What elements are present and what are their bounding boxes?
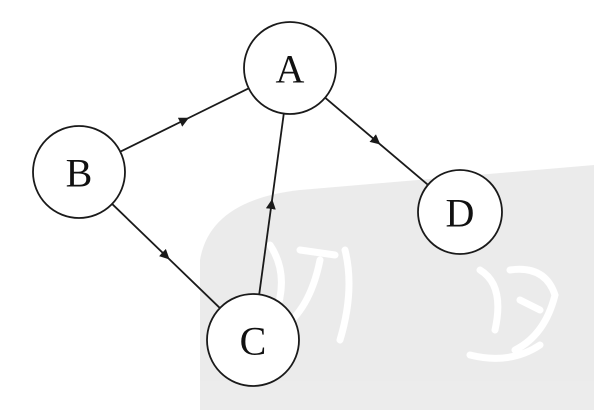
node-circle	[243, 21, 337, 115]
edge-b-c	[111, 203, 221, 309]
node-circle	[206, 293, 300, 387]
node-label: C	[240, 319, 267, 364]
edge-line	[375, 140, 429, 186]
edge-a-d	[324, 97, 429, 186]
edge-line	[270, 113, 285, 205]
node-label: B	[66, 151, 93, 196]
node-d: D	[417, 169, 503, 255]
edge-c-a	[258, 113, 285, 295]
edge-line	[184, 87, 250, 121]
edge-line	[165, 255, 221, 309]
edge-line-with-arrow	[119, 117, 189, 153]
node-a: A	[243, 21, 337, 115]
node-circle	[32, 125, 126, 219]
node-c: C	[206, 293, 300, 387]
edge-line-with-arrow	[324, 97, 381, 145]
watermark-glyph-2	[466, 265, 559, 362]
watermark-glyph-1	[266, 241, 353, 344]
node-circle	[417, 169, 503, 255]
edge-b-a	[119, 87, 250, 153]
node-b: B	[32, 125, 126, 219]
node-label: A	[276, 47, 305, 92]
nodes: A B C D	[32, 21, 503, 387]
node-label: D	[446, 191, 475, 236]
edge-line-with-arrow	[111, 203, 170, 260]
edge-line-with-arrow	[258, 199, 276, 295]
edges	[111, 87, 429, 309]
